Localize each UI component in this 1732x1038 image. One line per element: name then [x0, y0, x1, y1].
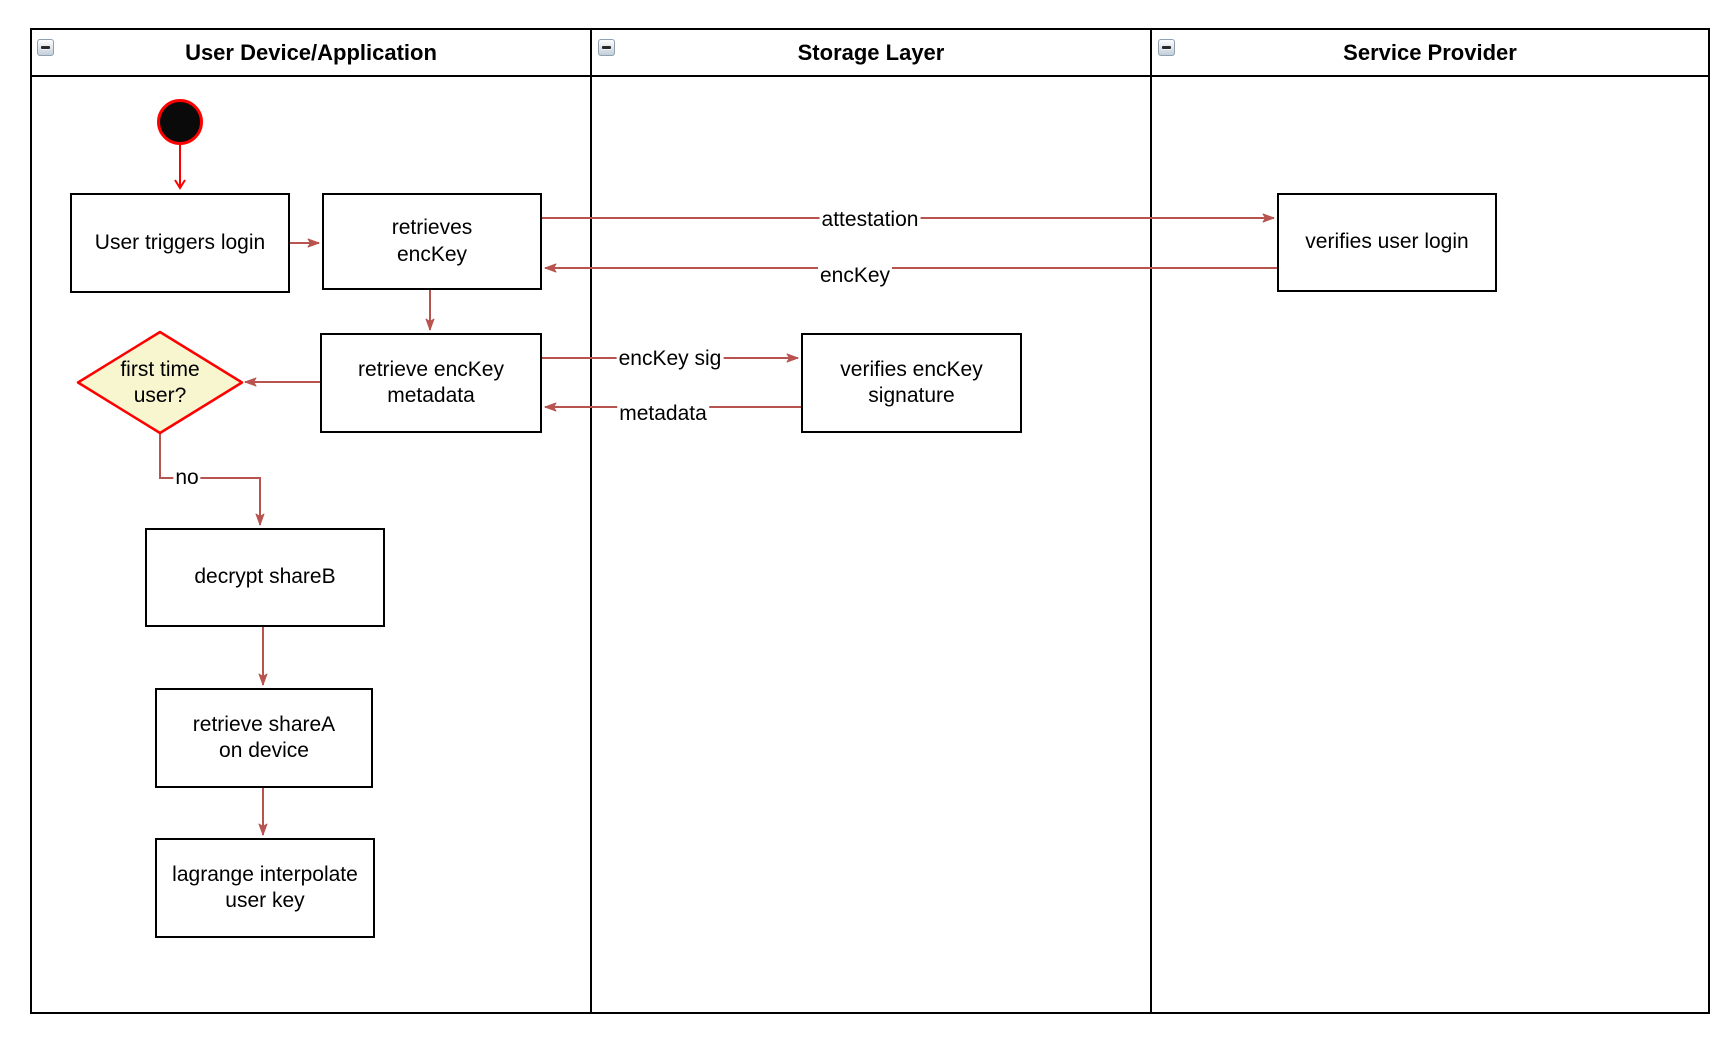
collapse-minus-icon[interactable]: [37, 39, 54, 56]
lane-separator: [1150, 30, 1152, 1012]
node-verifies-enckey-signature[interactable]: verifies encKey signature: [801, 333, 1022, 433]
node-label: retrieve shareA on device: [192, 712, 336, 762]
lane-header-service-provider[interactable]: Service Provider: [1152, 30, 1708, 75]
decision-diamond-label: first time user?: [80, 352, 240, 414]
node-lagrange-interpolate[interactable]: lagrange interpolate user key: [155, 838, 375, 938]
lane-header-user-device[interactable]: User Device/Application: [32, 30, 590, 75]
decision-diamond-shape[interactable]: [76, 330, 244, 435]
minus-glyph: [1162, 46, 1171, 49]
node-label: retrieves encKey: [391, 216, 473, 266]
edge-label-enckey: encKey: [817, 264, 893, 288]
node-label: first time user?: [120, 357, 200, 407]
header-separator: [32, 75, 1708, 77]
node-retrieve-enckey-metadata[interactable]: retrieve encKey metadata: [320, 333, 542, 433]
node-decrypt-shareb[interactable]: decrypt shareB: [145, 528, 385, 627]
edge-label-no: no: [173, 466, 201, 490]
node-label: User triggers login: [94, 230, 266, 254]
swimlane-pool: User Device/Application Storage Layer Se…: [30, 28, 1710, 1014]
lane-title: User Device/Application: [185, 39, 437, 65]
lane-separator: [590, 30, 592, 1012]
edge-label-attestation: attestation: [819, 208, 921, 232]
node-user-triggers-login[interactable]: User triggers login: [70, 193, 290, 293]
connector-layer: [76, 144, 1277, 836]
node-label: decrypt shareB: [194, 565, 336, 589]
edge-no-branch: [159, 433, 265, 526]
node-label: lagrange interpolate user key: [172, 862, 358, 912]
edge-label-enckey-sig: encKey sig: [616, 347, 724, 371]
node-label: retrieve encKey metadata: [358, 357, 504, 407]
lane-title: Service Provider: [1343, 39, 1517, 65]
lane-title: Storage Layer: [797, 39, 945, 65]
minus-glyph: [602, 46, 611, 49]
collapse-minus-icon[interactable]: [1158, 39, 1175, 56]
lane-header-storage-layer[interactable]: Storage Layer: [592, 30, 1150, 75]
node-label: verifies encKey signature: [840, 357, 983, 407]
collapse-minus-icon[interactable]: [598, 39, 615, 56]
node-retrieve-sharea[interactable]: retrieve shareA on device: [155, 688, 373, 788]
start-node[interactable]: [157, 99, 203, 145]
node-verifies-user-login[interactable]: verifies user login: [1277, 193, 1497, 292]
edge-label-metadata: metadata: [617, 402, 709, 426]
minus-glyph: [41, 46, 50, 49]
node-retrieves-enckey[interactable]: retrieves encKey: [322, 193, 542, 290]
node-label: verifies user login: [1305, 230, 1469, 254]
